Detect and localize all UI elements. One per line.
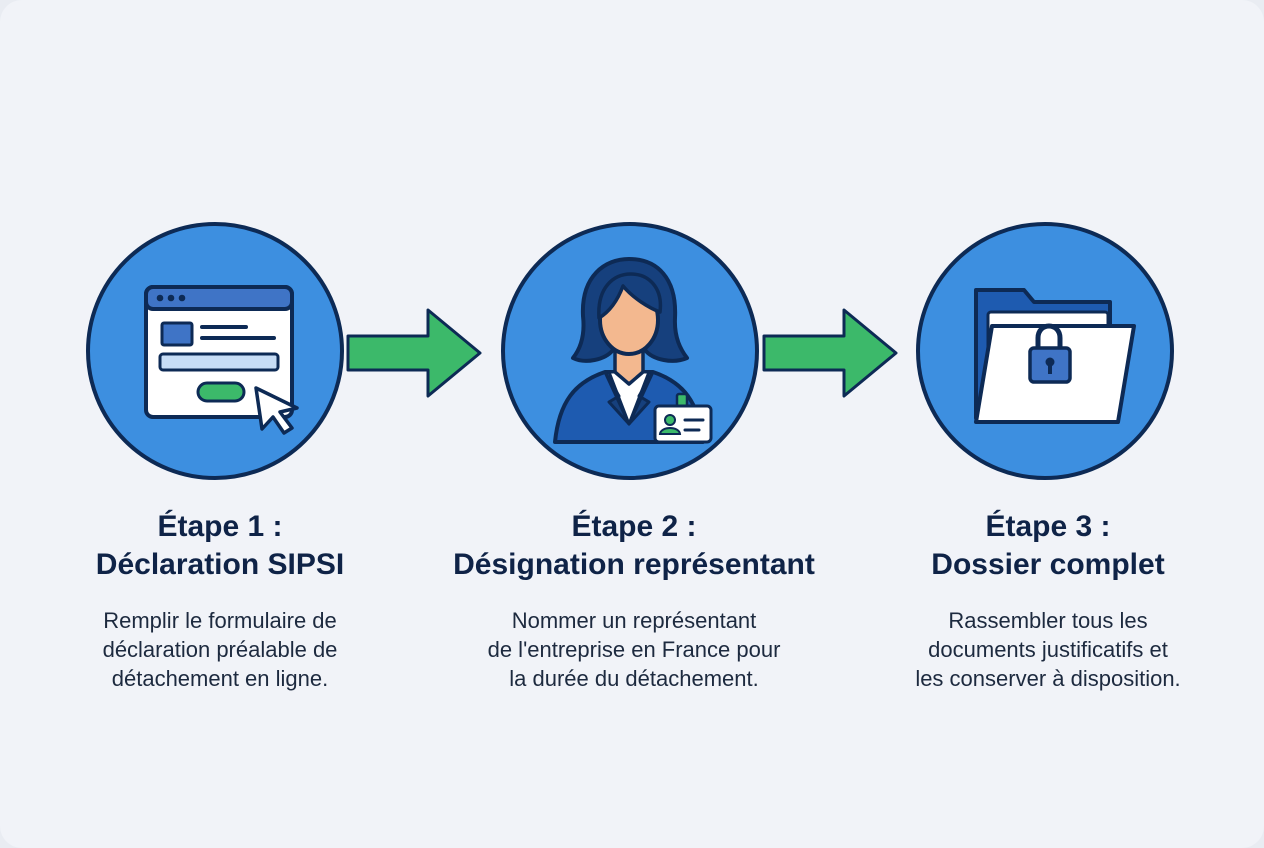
step-2-title-line1: Étape 2 :: [571, 510, 697, 543]
step-1-title: Étape 1 : Déclaration SIPSI: [0, 508, 440, 584]
step-1-description: Remplir le formulaire de déclaration pré…: [0, 606, 440, 693]
arrow-right-icon: [762, 308, 898, 398]
representative-person-icon: [553, 257, 713, 444]
step-2-circle: [501, 222, 759, 480]
step-3-circle: [916, 222, 1174, 480]
step-3-description: Rassembler tous les documents justificat…: [828, 606, 1264, 693]
step-1-title-line1: Étape 1 :: [157, 510, 283, 543]
step-3-desc-line: documents justificatifs et: [928, 637, 1168, 662]
step-1-circle: [86, 222, 344, 480]
arrow-right-icon: [346, 308, 482, 398]
browser-form-icon: [144, 285, 299, 435]
step-3-desc-line: les conserver à disposition.: [915, 666, 1181, 691]
step-1-desc-line: déclaration préalable de: [102, 637, 338, 662]
step-3-title-line1: Étape 3 :: [985, 510, 1111, 543]
step-2-title-line2: Désignation représentant: [453, 548, 815, 581]
step-3-title: Étape 3 : Dossier complet: [828, 508, 1264, 584]
step-2-desc-line: Nommer un représentant: [511, 608, 757, 633]
step-1-title-line2: Déclaration SIPSI: [95, 548, 345, 581]
step-2-desc-line: la durée du détachement.: [509, 666, 759, 691]
step-2-title: Étape 2 : Désignation représentant: [414, 508, 854, 584]
step-3-title-line2: Dossier complet: [931, 548, 1165, 581]
step-2-description: Nommer un représentant de l'entreprise e…: [414, 606, 854, 693]
locked-folder-icon: [974, 288, 1136, 424]
step-1-desc-line: Remplir le formulaire de: [103, 608, 337, 633]
step-1-desc-line: détachement en ligne.: [111, 666, 329, 691]
step-3-desc-line: Rassembler tous les: [948, 608, 1148, 633]
step-2-desc-line: de l'entreprise en France pour: [487, 637, 781, 662]
